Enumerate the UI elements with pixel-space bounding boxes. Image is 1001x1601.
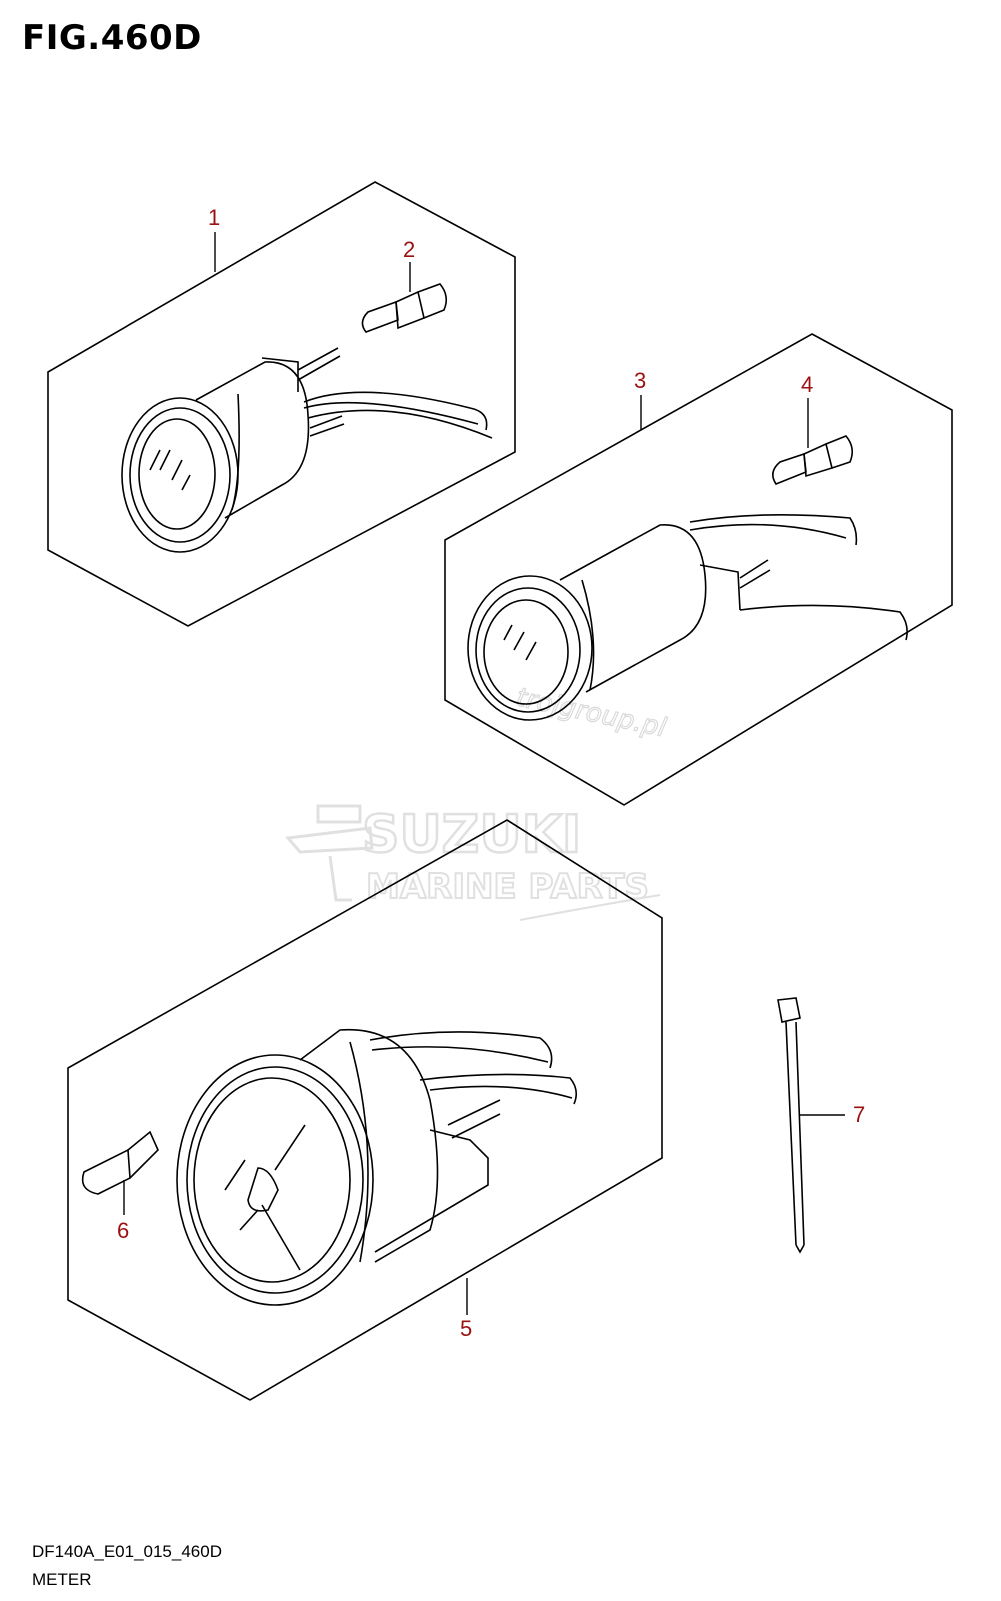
watermark-site: trojgroup.pl	[514, 683, 670, 744]
meter-1	[121, 347, 493, 553]
panel-group-1	[47, 181, 516, 627]
figure-title: FIG.460D	[22, 18, 202, 58]
callout-7: 7	[853, 1102, 865, 1127]
callout-5: 5	[460, 1316, 472, 1341]
callout-2: 2	[403, 237, 415, 262]
callout-6: 6	[117, 1218, 129, 1243]
panel-group-3	[67, 819, 663, 1401]
callout-1: 1	[208, 205, 220, 230]
callout-4: 4	[801, 372, 813, 397]
bulb-4	[772, 435, 854, 485]
watermark: SUZUKI MARINE PARTS trojgroup.pl	[285, 682, 670, 921]
panel-group-2	[444, 333, 953, 806]
watermark-brand: SUZUKI	[362, 805, 581, 865]
bulb-6	[81, 1130, 159, 1195]
meter-5	[176, 1028, 578, 1306]
meter-3	[467, 514, 908, 721]
leader-lines	[123, 232, 845, 1315]
cable-tie-7	[777, 997, 805, 1254]
watermark-boat-icon	[285, 804, 374, 902]
callout-3: 3	[634, 368, 646, 393]
drawing-name: METER	[32, 1570, 92, 1589]
bulb-2	[361, 283, 448, 333]
drawing-code: DF140A_E01_015_460D	[32, 1542, 222, 1561]
watermark-subtitle: MARINE PARTS	[366, 867, 649, 907]
watermark-swoosh	[519, 894, 661, 921]
